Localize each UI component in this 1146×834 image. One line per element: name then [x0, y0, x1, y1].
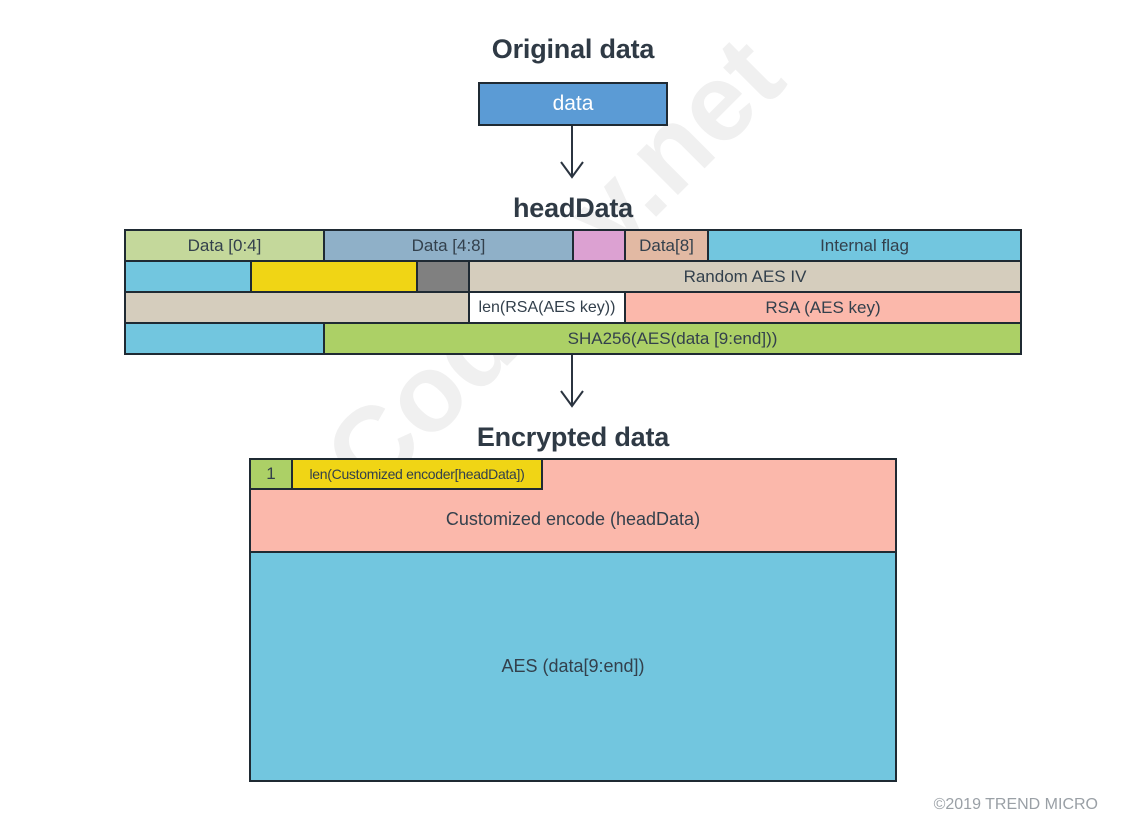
sha256-cell: SHA256(AES(data [9:end]))	[323, 322, 1022, 355]
original-data-title: Original data	[491, 34, 655, 64]
rsa-aes-key-cell: RSA (AES key)	[624, 291, 1022, 324]
yellow-cell	[250, 260, 418, 293]
copyright-text: ©2019 TREND MICRO	[933, 796, 1098, 813]
cyan-cell-2	[124, 322, 325, 355]
random-aes-iv-cell: Random AES IV	[468, 260, 1022, 293]
internal-flag-cell: Internal flag	[707, 229, 1022, 262]
original-data-box: data	[478, 82, 668, 126]
arrowhead-icon	[560, 161, 584, 179]
arrowhead-icon-2	[560, 390, 584, 408]
flag-one-cell: 1	[249, 458, 293, 490]
data-8-cell: Data[8]	[624, 229, 709, 262]
gray-cell	[416, 260, 470, 293]
data-0-4-cell: Data [0:4]	[124, 229, 325, 262]
beige-cell	[124, 291, 470, 324]
len-customized-encoder-cell: len(Customized encoder[headData])	[291, 458, 543, 490]
cyan-cell	[124, 260, 252, 293]
headdata-title: headData	[513, 193, 633, 223]
pink-cell	[572, 229, 626, 262]
encrypted-data-title: Encrypted data	[476, 422, 670, 452]
len-rsa-cell: len(RSA(AES key))	[468, 291, 626, 324]
data-4-8-cell: Data [4:8]	[323, 229, 574, 262]
aes-data-cell: AES (data[9:end])	[249, 551, 897, 782]
